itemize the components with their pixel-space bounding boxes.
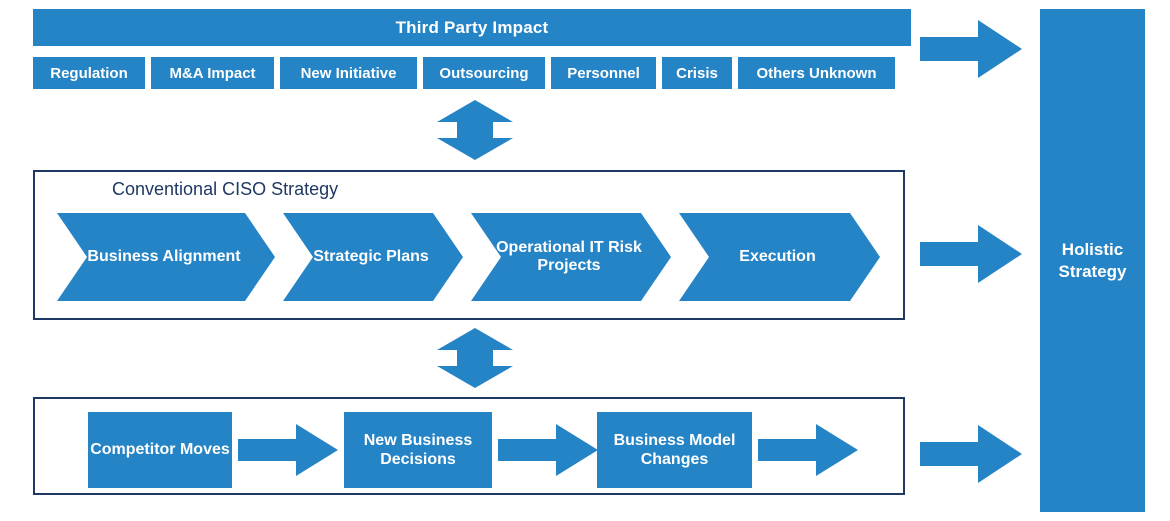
driver-pill-label: M&A Impact xyxy=(169,64,256,82)
double-arrow-vertical-icon xyxy=(437,100,513,160)
holistic-strategy-label: Holistic Strategy xyxy=(1058,240,1127,281)
third-party-impact-banner: Third Party Impact xyxy=(33,9,911,46)
business-step-label: New Business Decisions xyxy=(363,431,473,468)
driver-pill-personnel[interactable]: Personnel xyxy=(551,57,656,89)
driver-pill-outsourcing[interactable]: Outsourcing xyxy=(423,57,545,89)
strategy-step-label: Business Alignment xyxy=(87,247,241,265)
conventional-ciso-strategy-label: Conventional CISO Strategy xyxy=(112,179,339,199)
driver-pill-label: Crisis xyxy=(676,64,718,82)
driver-pill-label: Personnel xyxy=(567,64,640,82)
arrow-right-icon xyxy=(920,225,1022,283)
driver-pill-regulation[interactable]: Regulation xyxy=(33,57,145,89)
arrow-right-icon xyxy=(238,424,338,476)
double-arrow-vertical-icon xyxy=(437,328,513,388)
driver-pill-others-unknown[interactable]: Others Unknown xyxy=(738,57,895,89)
driver-pill-label: Outsourcing xyxy=(439,64,529,82)
driver-pill-ma-impact[interactable]: M&A Impact xyxy=(151,57,274,89)
third-party-driver-list: Regulation M&A Impact New Initiative Out… xyxy=(33,57,911,89)
third-party-impact-banner-label: Third Party Impact xyxy=(395,17,549,37)
business-step-business-model-changes[interactable]: Business Model Changes xyxy=(597,412,752,488)
business-step-label: Business Model Changes xyxy=(613,431,736,468)
driver-pill-label: Regulation xyxy=(50,64,128,82)
holistic-strategy-column: Holistic Strategy xyxy=(1040,9,1145,512)
arrow-right-icon xyxy=(920,425,1022,483)
business-step-competitor-moves[interactable]: Competitor Moves xyxy=(88,412,232,488)
driver-pill-new-initiative[interactable]: New Initiative xyxy=(280,57,417,89)
strategy-step-label: Operational IT Risk Projects xyxy=(496,238,642,274)
business-step-label: Competitor Moves xyxy=(90,441,230,459)
strategy-step-business-alignment[interactable]: Business Alignment xyxy=(57,213,275,301)
strategy-step-label: Execution xyxy=(739,247,816,265)
driver-pill-label: New Initiative xyxy=(300,64,397,82)
driver-pill-crisis[interactable]: Crisis xyxy=(662,57,732,89)
driver-pill-label: Others Unknown xyxy=(756,64,877,82)
strategy-step-label: Strategic Plans xyxy=(313,247,429,265)
arrow-right-icon xyxy=(758,424,858,476)
strategy-step-execution[interactable]: Execution xyxy=(679,213,880,301)
strategy-step-operational-it-risk-projects[interactable]: Operational IT Risk Projects xyxy=(471,213,671,301)
arrow-right-icon xyxy=(498,424,598,476)
business-step-new-business-decisions[interactable]: New Business Decisions xyxy=(344,412,492,488)
strategy-step-strategic-plans[interactable]: Strategic Plans xyxy=(283,213,463,301)
arrow-right-icon xyxy=(920,20,1022,78)
